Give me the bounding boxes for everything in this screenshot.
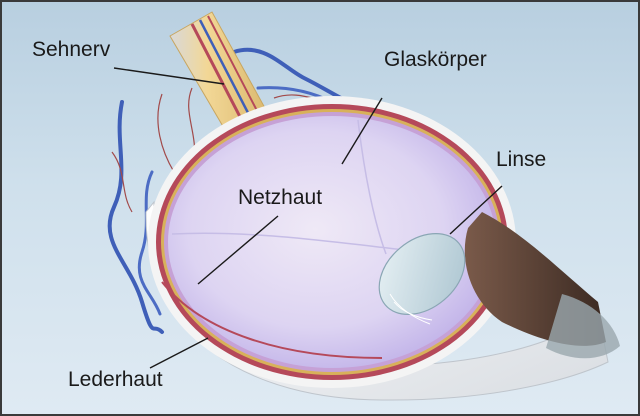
label-lederhaut: Lederhaut (68, 368, 163, 392)
label-linse: Linse (496, 148, 546, 172)
leader-lederhaut (150, 338, 208, 368)
label-sehnerv: Sehnerv (32, 38, 110, 62)
label-glaskoerper: Glaskörper (384, 48, 487, 72)
label-netzhaut: Netzhaut (238, 186, 322, 210)
